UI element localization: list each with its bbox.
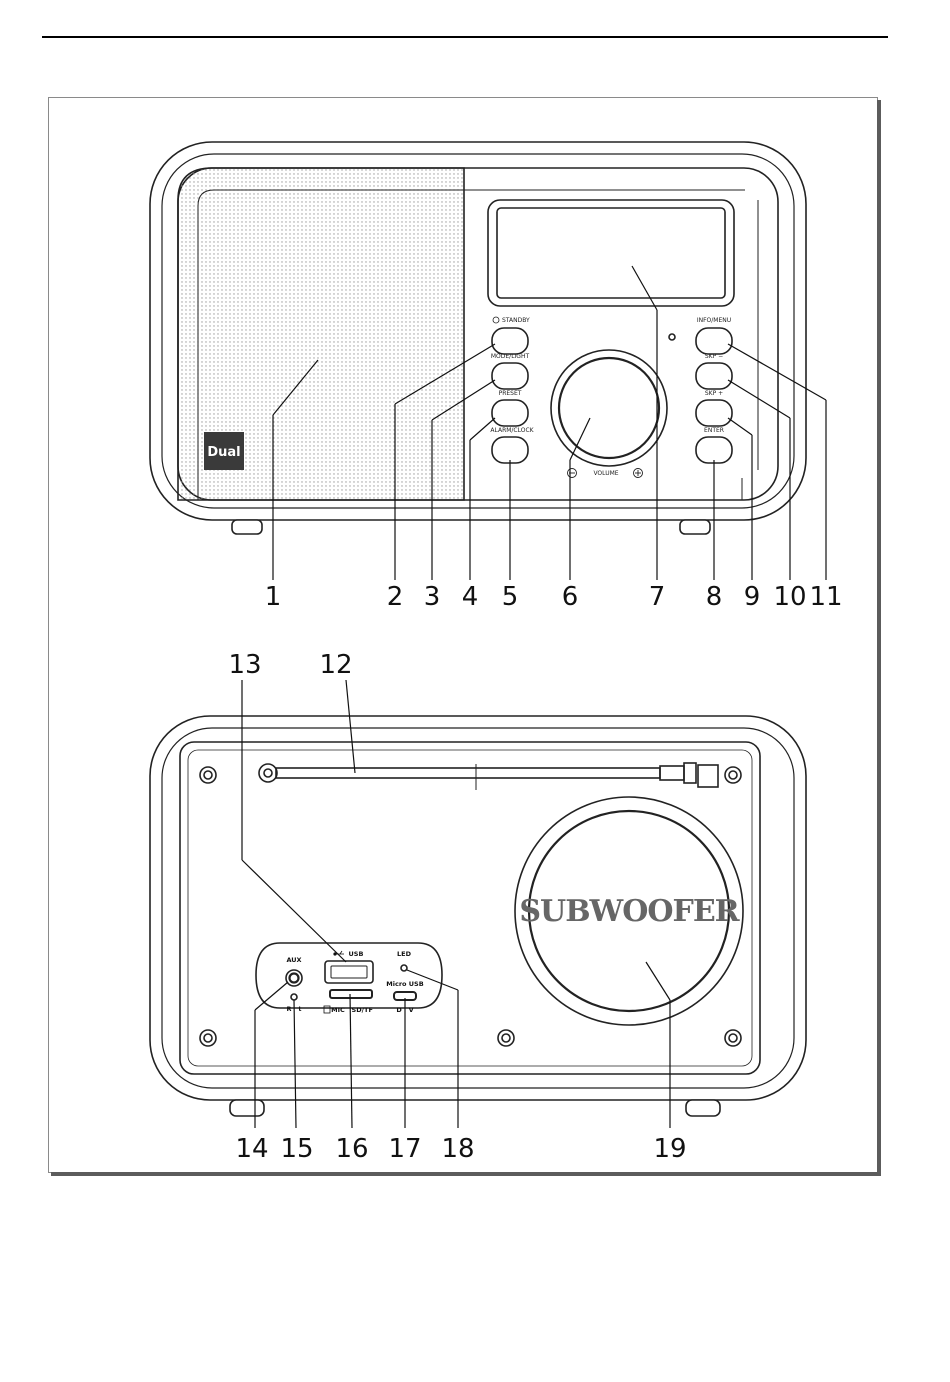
standby-power-icon xyxy=(493,317,499,323)
micro-sd-card-icon xyxy=(324,1006,330,1013)
label-enter: ENTER xyxy=(704,427,724,434)
rear-foot-right xyxy=(686,1100,720,1116)
label-usb: USB xyxy=(349,950,364,958)
screw-bottom-right xyxy=(725,1030,741,1046)
callout-1: 1 xyxy=(265,582,282,612)
ir-sensor xyxy=(669,334,675,340)
rear-foot-left xyxy=(230,1100,264,1116)
callout-11: 11 xyxy=(809,582,842,612)
front-view xyxy=(150,142,806,534)
micro-sd-slot xyxy=(330,990,372,998)
callout-15: 15 xyxy=(280,1134,313,1164)
mode-light-button xyxy=(492,363,528,389)
brand-logo-text: Dual xyxy=(207,445,240,460)
callout-3: 3 xyxy=(424,582,441,612)
callout-5: 5 xyxy=(502,582,519,612)
callout-16: 16 xyxy=(335,1134,368,1164)
callout-10: 10 xyxy=(773,582,806,612)
label-preset: PRESET xyxy=(499,390,522,397)
label-led: LED xyxy=(397,950,412,958)
label-mode-light: MODE/LIGHT xyxy=(491,353,530,360)
callout-19: 19 xyxy=(653,1134,686,1164)
callout-7: 7 xyxy=(649,582,666,612)
label-micro-usb: Micro USB xyxy=(386,980,423,988)
display-screen xyxy=(497,208,725,298)
callout-8: 8 xyxy=(706,582,723,612)
skip-minus-button xyxy=(696,363,732,389)
reset-hole xyxy=(291,994,297,1000)
screw-top-left xyxy=(200,767,216,783)
label-volume: VOLUME xyxy=(593,470,618,477)
label-alarm-clock: ALARM/CLOCK xyxy=(490,427,534,434)
preset-button xyxy=(492,400,528,426)
screw-top-right xyxy=(725,767,741,783)
callout-6: 6 xyxy=(562,582,579,612)
label-standby: STANDBY xyxy=(502,317,530,324)
front-foot-right xyxy=(680,520,710,534)
callout-17: 17 xyxy=(388,1134,421,1164)
callout-9: 9 xyxy=(744,582,761,612)
front-foot-left xyxy=(232,520,262,534)
label-skip-plus: SKP + xyxy=(705,390,723,397)
screw-bottom-left xyxy=(200,1030,216,1046)
skip-plus-button xyxy=(696,400,732,426)
subwoofer-label: SUBWOOFER xyxy=(519,894,740,929)
standby-button xyxy=(492,328,528,354)
label-skip-minus: SKP − xyxy=(705,353,723,360)
callout-14: 14 xyxy=(235,1134,268,1164)
usb-port-inner xyxy=(331,966,367,978)
aux-jack xyxy=(286,970,302,986)
label-aux: AUX xyxy=(286,956,301,964)
telescopic-antenna xyxy=(259,763,718,790)
alarm-clock-button xyxy=(492,437,528,463)
callout-4: 4 xyxy=(462,582,479,612)
volume-plus-icon xyxy=(634,469,643,478)
screw-bottom-mid xyxy=(498,1030,514,1046)
label-micro-sd: MIC SD/TF xyxy=(331,1006,373,1014)
callout-18: 18 xyxy=(441,1134,474,1164)
label-info-menu: INFO/MENU xyxy=(697,317,731,324)
callout-13: 13 xyxy=(228,650,261,680)
volume-knob-outer xyxy=(551,350,667,466)
usb-port xyxy=(325,961,373,983)
display-bezel xyxy=(488,200,734,306)
callout-12: 12 xyxy=(319,650,352,680)
info-menu-button xyxy=(696,328,732,354)
callout-2: 2 xyxy=(387,582,404,612)
led-indicator xyxy=(401,965,407,971)
volume-minus-icon xyxy=(568,469,577,478)
enter-button xyxy=(696,437,732,463)
volume-knob-inner xyxy=(559,358,659,458)
